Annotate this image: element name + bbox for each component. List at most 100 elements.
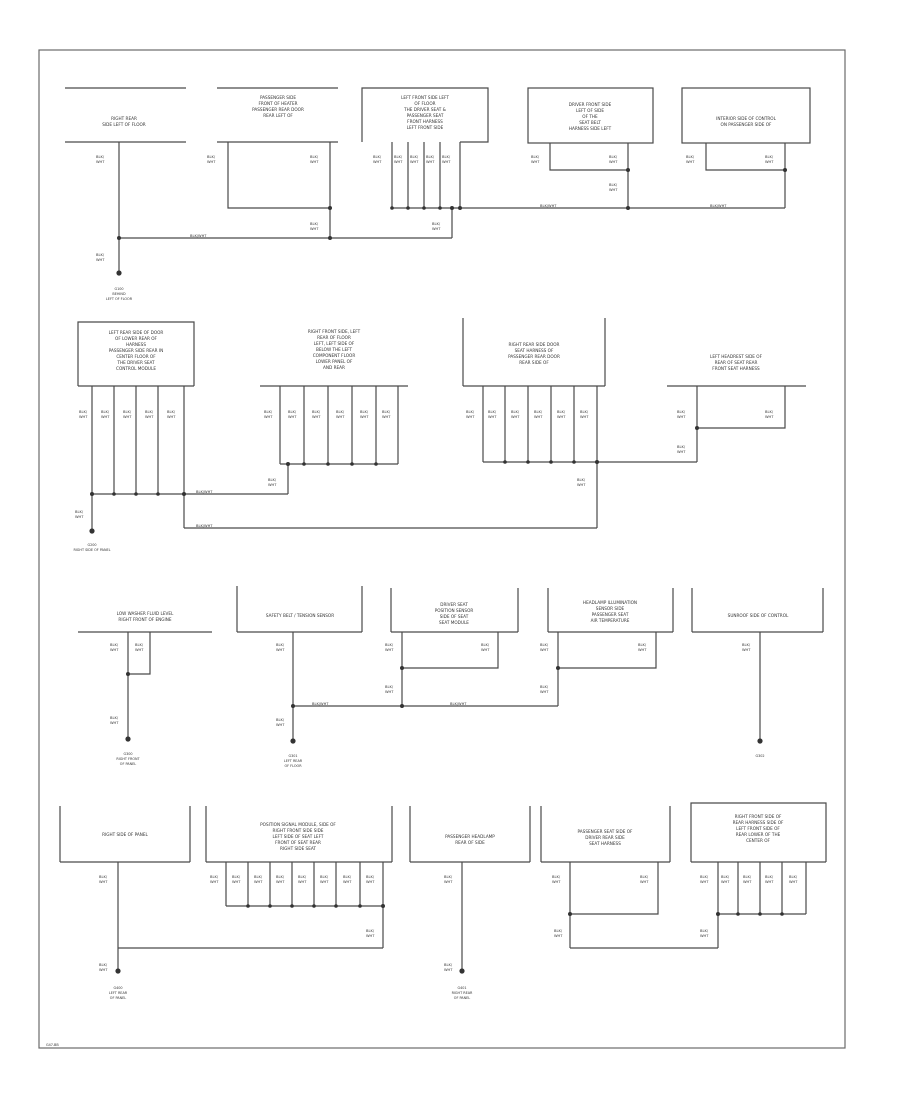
wire — [77, 321, 195, 386]
wire-label: BLK/WHT — [677, 445, 686, 454]
splice-dot — [116, 270, 122, 276]
splice-dot — [302, 462, 306, 466]
wire-label: WHT — [101, 415, 110, 419]
splice-dot — [134, 492, 138, 496]
wire-label: BLK/ — [310, 155, 319, 159]
wire — [462, 318, 606, 386]
wire-label: BLK/ — [385, 643, 394, 647]
wire-label: FRONT SEAT HARNESS — [712, 366, 760, 371]
wire-label: WHT — [511, 415, 520, 419]
wire-label: CENTER OF — [746, 838, 770, 843]
wire-label: BLK/ — [789, 875, 798, 879]
wire-label: BLK/ — [123, 410, 132, 414]
wire-label: BLK/ — [75, 510, 84, 514]
splice-dot — [459, 968, 465, 974]
wire-label: BLK/WHT — [123, 410, 132, 419]
wire-label: WHT — [700, 880, 709, 884]
wire-label: BLK/WHT — [196, 524, 213, 528]
wire-label: BLK/ — [366, 929, 375, 933]
wire-label: BLK/WHT — [638, 643, 647, 652]
splice-dot — [326, 462, 330, 466]
wire-label: BLK/WHT — [385, 685, 394, 694]
wire-label: BLK/WHT — [382, 410, 391, 419]
wire-label: BLK/ — [554, 929, 563, 933]
wire-label: BLK/ — [677, 410, 686, 414]
wire-label: BLK/WHT — [700, 929, 709, 938]
wire-label: OF THE — [582, 114, 598, 119]
component-box — [681, 87, 811, 144]
wire-label: WHT — [135, 648, 144, 652]
wire-label: BLK/WHT — [686, 155, 695, 164]
wire-label: PASSENGER SEAT SIDE OF — [578, 829, 633, 834]
wire-label: BLK/ — [254, 875, 263, 879]
splice-dot — [126, 672, 130, 676]
splice-dot — [758, 912, 762, 916]
wire-label: BLK/WHT — [268, 478, 277, 487]
wire-label: BLK/ — [534, 410, 543, 414]
wire-labels-section-2: BLK/WHT BLK/WHT BLK/WHT BLK/WHT BLK/WHT … — [75, 410, 774, 528]
wire-label: WHT — [276, 880, 285, 884]
wire-label: BLK/WHT — [580, 410, 589, 419]
wire-label: WHT — [145, 415, 154, 419]
wire-label: DRIVER FRONT SIDE — [569, 102, 612, 107]
wire-label: WHT — [444, 968, 453, 972]
wire-label: PASSENGER SIDE REAR IN — [109, 348, 163, 353]
wire-label: PASSENGER SEAT — [407, 113, 444, 118]
wire-label: WHT — [686, 160, 695, 164]
wire-label: CONTROL MODULE — [116, 366, 156, 371]
wire-label: HEADLAMP ILLUMINATION — [583, 600, 637, 605]
wire-label: BLK/ — [96, 253, 105, 257]
wire-label: BLK/WHT — [432, 222, 441, 231]
wire-label: WHT — [765, 415, 774, 419]
wire-label: BLK/ — [268, 478, 277, 482]
wire-label: WHT — [765, 160, 774, 164]
wire-label: BELOW THE LEFT — [316, 347, 352, 352]
wire-label: BLK/ — [288, 410, 297, 414]
wire-label: BLK/ — [700, 875, 709, 879]
wire-label: G400 — [113, 986, 122, 990]
component-label: REAR LEFT OF — [263, 113, 293, 118]
splice-dot — [400, 666, 404, 670]
splice-dots-section-2 — [89, 426, 699, 534]
page-code: G47-BB — [46, 1043, 59, 1047]
wire-label: WHT — [99, 968, 108, 972]
wire-label: BLK/ — [135, 643, 144, 647]
wire-label: WHT — [609, 188, 618, 192]
wire-label: BLK/WHT — [276, 718, 285, 727]
wire-label: OF PANEL — [120, 762, 137, 766]
wire-label: BLK/WHT — [110, 643, 119, 652]
wire-label: BLK/WHT — [310, 222, 319, 231]
wire-label: BLK/WHT — [190, 234, 207, 238]
wire-label: BLK/ — [210, 875, 219, 879]
wire-label: FRONT OF SEAT REAR — [275, 840, 321, 845]
wire-label: BLK/ — [382, 410, 391, 414]
wire-label: WHT — [534, 415, 543, 419]
wire-label: BLK/ — [640, 875, 649, 879]
wire-label: BLK/WHT — [336, 410, 345, 419]
wire-label: RIGHT FRONT SIDE OF — [735, 814, 782, 819]
wire-label: WHT — [254, 880, 263, 884]
wire-label: BLK/WHT — [312, 410, 321, 419]
wire — [361, 87, 489, 143]
splice-dot — [526, 460, 530, 464]
wire — [691, 588, 824, 632]
wire-label: BLK/WHT — [99, 963, 108, 972]
wire-label: WHT — [343, 880, 352, 884]
splice-dot — [246, 904, 250, 908]
wire-label: WHT — [320, 880, 329, 884]
splice-dot — [716, 912, 720, 916]
wire-label: BLK/WHT — [540, 643, 549, 652]
wire-label: BLK/ — [609, 183, 618, 187]
wire-label: REAR SIDE OF — [519, 360, 549, 365]
wire-label: SUNROOF SIDE OF CONTROL — [728, 613, 789, 618]
splice-dot — [757, 738, 763, 744]
wire-label: BLK/WHT — [534, 410, 543, 419]
wire-label: RIGHT SIDE SEAT — [280, 846, 316, 851]
